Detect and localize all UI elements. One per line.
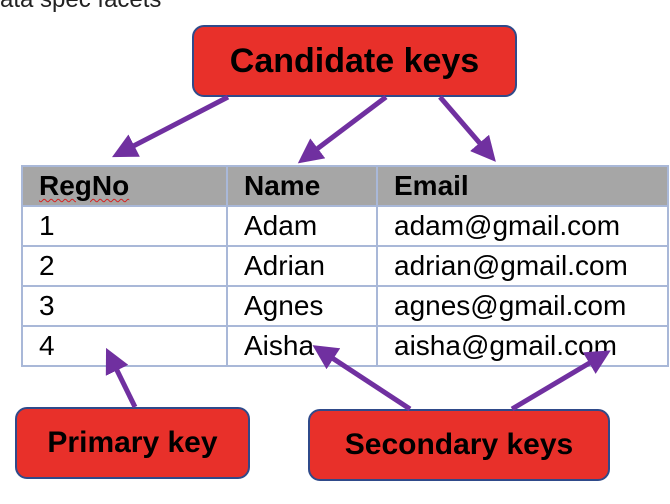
table-row: 3 Agnes agnes@gmail.com [21,285,669,327]
table-row: 1 Adam adam@gmail.com [21,205,669,247]
table-row: 2 Adrian adrian@gmail.com [21,245,669,287]
cell-regno: 1 [21,205,228,247]
cell-name: Aisha [226,325,378,367]
cell-email: agnes@gmail.com [376,285,669,327]
secondary-keys-label: Secondary keys [308,409,610,481]
cell-email: adrian@gmail.com [376,245,669,287]
cell-name: Adam [226,205,378,247]
primary-key-label: Primary key [15,407,250,479]
header-regno: RegNo [21,165,228,207]
cropped-top-text: ata spec facets [0,0,260,14]
cell-regno: 2 [21,245,228,287]
students-table: RegNo Name Email 1 Adam adam@gmail.com 2… [21,165,669,367]
table-header-row: RegNo Name Email [21,165,669,207]
cell-regno: 3 [21,285,228,327]
header-email: Email [376,165,669,207]
cell-regno: 4 [21,325,228,367]
arrow-candidate-to-name [297,95,388,164]
cell-name: Agnes [226,285,378,327]
header-name: Name [226,165,378,207]
arrow-candidate-to-email [438,95,496,162]
cell-name: Adrian [226,245,378,287]
candidate-keys-label: Candidate keys [192,25,517,97]
arrow-candidate-to-regno [112,94,230,158]
cell-email: aisha@gmail.com [376,325,669,367]
header-regno-text: RegNo [39,170,130,201]
table-row: 4 Aisha aisha@gmail.com [21,325,669,367]
cell-email: adam@gmail.com [376,205,669,247]
